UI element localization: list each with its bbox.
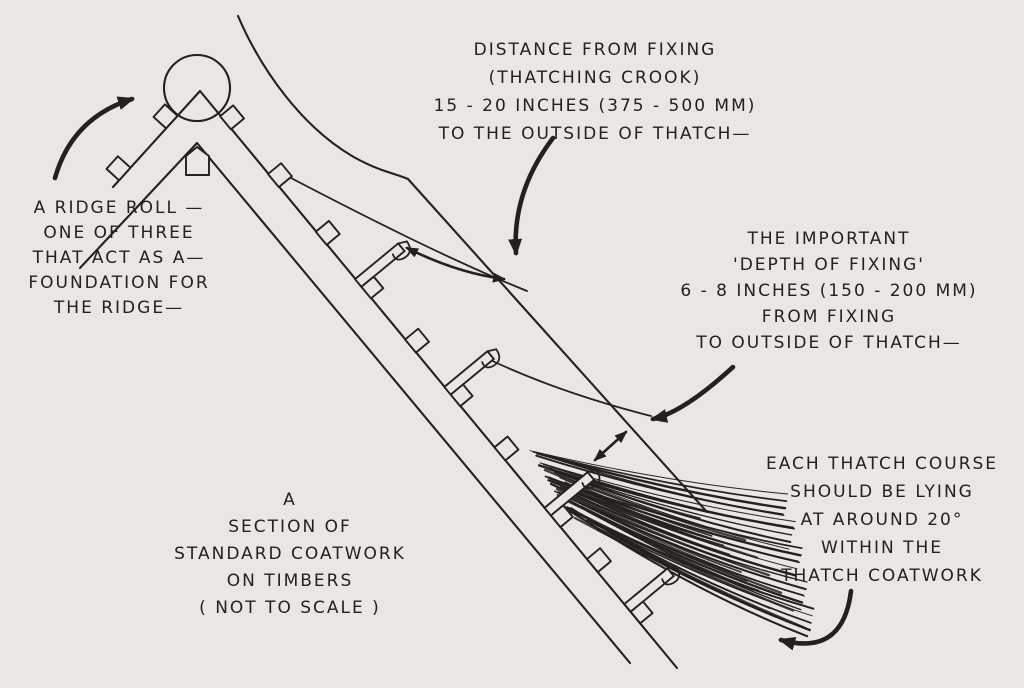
ridge-roll-arrow — [52, 96, 135, 181]
course-pointer-arrow — [778, 588, 854, 651]
thatching-crook — [354, 240, 411, 300]
battens — [105, 103, 612, 574]
inner-rafter-line — [78, 141, 632, 665]
annotation-line: SHOULD BE LYING — [790, 482, 974, 502]
annotation-caption: A SECTION OF STANDARD COATWORK ON TIMBER… — [138, 487, 442, 622]
annotation-distance-from-fixing: DISTANCE FROM FIXING (THATCHING CROOK) 1… — [370, 36, 820, 148]
annotation-line: A RIDGE ROLL — — [33, 198, 205, 218]
annotation-line: SECTION OF — [228, 517, 352, 537]
thatching-crook — [623, 565, 681, 625]
depth-dimension-arrow — [593, 430, 628, 462]
distance-dimension-arrow — [405, 246, 506, 283]
annotation-line: THATCH COATWORK — [781, 566, 983, 586]
annotation-line: A — [283, 490, 297, 510]
ridge-roll-circle — [162, 53, 232, 123]
annotation-line: 15 - 20 INCHES (375 - 500 MM) — [433, 96, 757, 116]
annotation-depth-of-fixing: THE IMPORTANT 'DEPTH OF FIXING' 6 - 8 IN… — [634, 226, 1024, 356]
annotation-line: ( NOT TO SCALE ) — [199, 598, 381, 618]
outside-of-thatch-line — [236, 14, 709, 514]
annotation-line: ONE OF THREE — [43, 223, 195, 243]
annotation-line: TO THE OUTSIDE OF THATCH— — [438, 124, 752, 144]
depth-pointer-arrow — [650, 364, 736, 423]
annotation-ridge-roll: A RIDGE ROLL — ONE OF THREE THAT ACT AS … — [6, 196, 232, 321]
outer-rafter-line — [111, 89, 679, 670]
thatching-crook — [543, 469, 601, 529]
thatch-bundle — [529, 450, 815, 638]
annotation-line: 6 - 8 INCHES (150 - 200 MM) — [680, 281, 978, 301]
annotation-line: FOUNDATION FOR — [28, 273, 210, 293]
annotation-line: WITHIN THE — [820, 538, 944, 558]
annotation-line: THE IMPORTANT — [747, 229, 911, 249]
annotation-line: ON TIMBERS — [226, 571, 354, 591]
annotation-line: 'DEPTH OF FIXING' — [733, 255, 925, 275]
annotation-line: STANDARD COATWORK — [174, 544, 406, 564]
thatch-course-lines — [290, 177, 652, 417]
annotation-line: AT AROUND 20° — [800, 510, 964, 530]
ridge-board-block — [185, 146, 210, 176]
annotation-line: THE RIDGE— — [53, 298, 185, 318]
annotation-line: (THATCHING CROOK) — [488, 68, 702, 88]
distance-pointer-arrow — [508, 135, 556, 256]
thatching-crook — [443, 348, 501, 408]
annotation-line: TO OUTSIDE OF THATCH— — [696, 333, 962, 353]
annotation-line: THAT ACT AS A— — [32, 248, 206, 268]
annotation-line: FROM FIXING — [761, 307, 897, 327]
annotation-line: DISTANCE FROM FIXING — [473, 40, 717, 60]
annotation-course-angle: EACH THATCH COURSE SHOULD BE LYING AT AR… — [740, 450, 1024, 590]
annotation-line: EACH THATCH COURSE — [765, 454, 999, 474]
